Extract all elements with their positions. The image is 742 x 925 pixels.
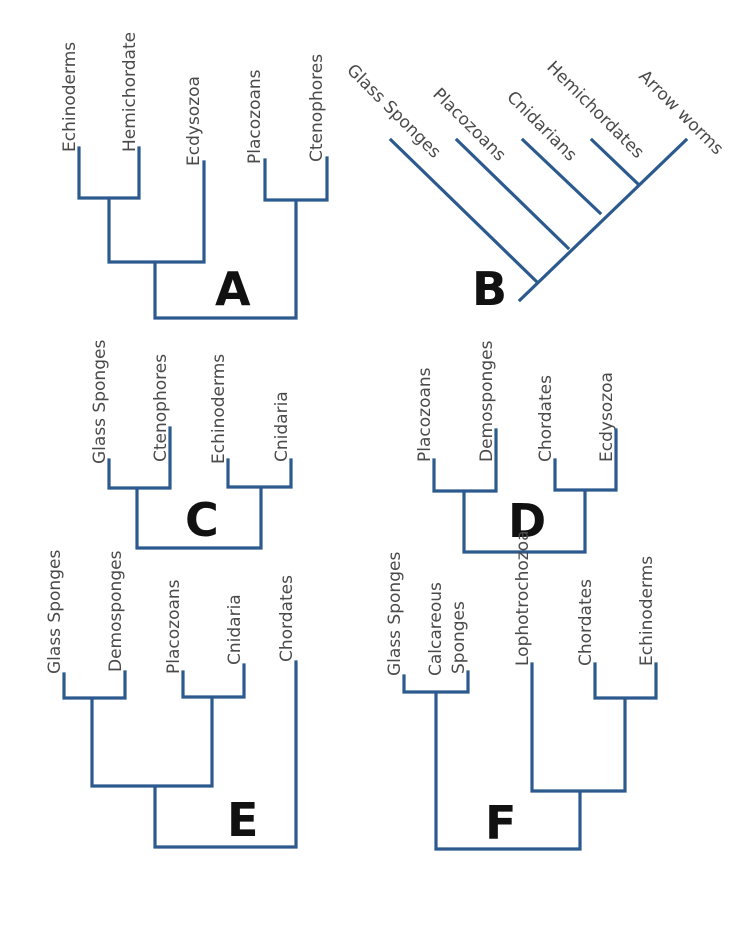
tree-c-taxon-2: Ctenophores bbox=[151, 354, 171, 462]
tree-a: Echinoderms Hemichordate Ecdysozoa Placo… bbox=[60, 32, 329, 320]
tree-a-taxon-2: Hemichordate bbox=[120, 32, 140, 152]
tree-f-taxon-3: Sponges bbox=[449, 601, 469, 674]
tree-f-taxon-5: Chordates bbox=[576, 579, 596, 666]
tree-c-taxon-4: Cnidaria bbox=[272, 391, 292, 462]
tree-e-taxon-4: Cnidaria bbox=[225, 594, 245, 665]
tree-c-taxon-3: Echinoderms bbox=[209, 354, 229, 464]
tree-f-taxon-2: Calcareous bbox=[426, 582, 446, 676]
tree-d: Placozoans Demosponges Chordates Ecdysoz… bbox=[415, 340, 618, 554]
tree-e: Glass Sponges Demosponges Placozoans Cni… bbox=[45, 550, 298, 849]
tree-d-letter: D bbox=[508, 494, 546, 548]
tree-a-branches bbox=[77, 146, 329, 320]
tree-f-taxon-1: Glass Sponges bbox=[385, 552, 405, 676]
tree-c-taxon-1: Glass Sponges bbox=[90, 340, 110, 464]
tree-a-taxon-1: Echinoderms bbox=[60, 42, 80, 152]
tree-b-taxon-1: Glass Sponges bbox=[342, 60, 444, 162]
tree-b: Glass Sponges Placozoans Cnidarians Hemi… bbox=[342, 57, 727, 316]
tree-a-taxon-3: Ecdysozoa bbox=[184, 76, 204, 166]
tree-f-branches bbox=[402, 662, 658, 851]
tree-e-taxon-5: Chordates bbox=[277, 575, 297, 662]
tree-e-letter: E bbox=[227, 793, 258, 847]
tree-d-taxon-2: Demosponges bbox=[477, 340, 497, 462]
tree-e-taxon-1: Glass Sponges bbox=[45, 550, 65, 674]
tree-f-taxon-6: Echinoderms bbox=[637, 556, 657, 666]
tree-d-taxon-1: Placozoans bbox=[415, 367, 435, 462]
tree-e-taxon-2: Demosponges bbox=[106, 550, 126, 672]
tree-a-taxon-5: Ctenophores bbox=[307, 54, 327, 162]
tree-a-taxon-4: Placozoans bbox=[245, 69, 265, 164]
tree-b-branches bbox=[388, 137, 689, 303]
tree-c-letter: C bbox=[185, 493, 219, 547]
tree-b-taxon-3: Cnidarians bbox=[502, 87, 580, 165]
tree-a-letter: A bbox=[215, 262, 251, 316]
tree-d-taxon-3: Chordates bbox=[536, 375, 556, 462]
tree-c-branches bbox=[107, 426, 293, 550]
tree-d-taxon-4: Ecdysozoa bbox=[597, 372, 617, 462]
tree-f-letter: F bbox=[485, 796, 516, 850]
tree-f: Glass Sponges Calcareous Sponges Lophotr… bbox=[385, 531, 658, 851]
tree-d-branches bbox=[432, 428, 618, 554]
tree-e-branches bbox=[62, 660, 298, 849]
tree-f-taxon-4: Lophotrochozoa bbox=[513, 531, 533, 667]
tree-e-taxon-3: Placozoans bbox=[164, 579, 184, 674]
tree-c: Glass Sponges Ctenophores Echinoderms Cn… bbox=[90, 340, 293, 550]
tree-b-letter: B bbox=[472, 262, 507, 316]
